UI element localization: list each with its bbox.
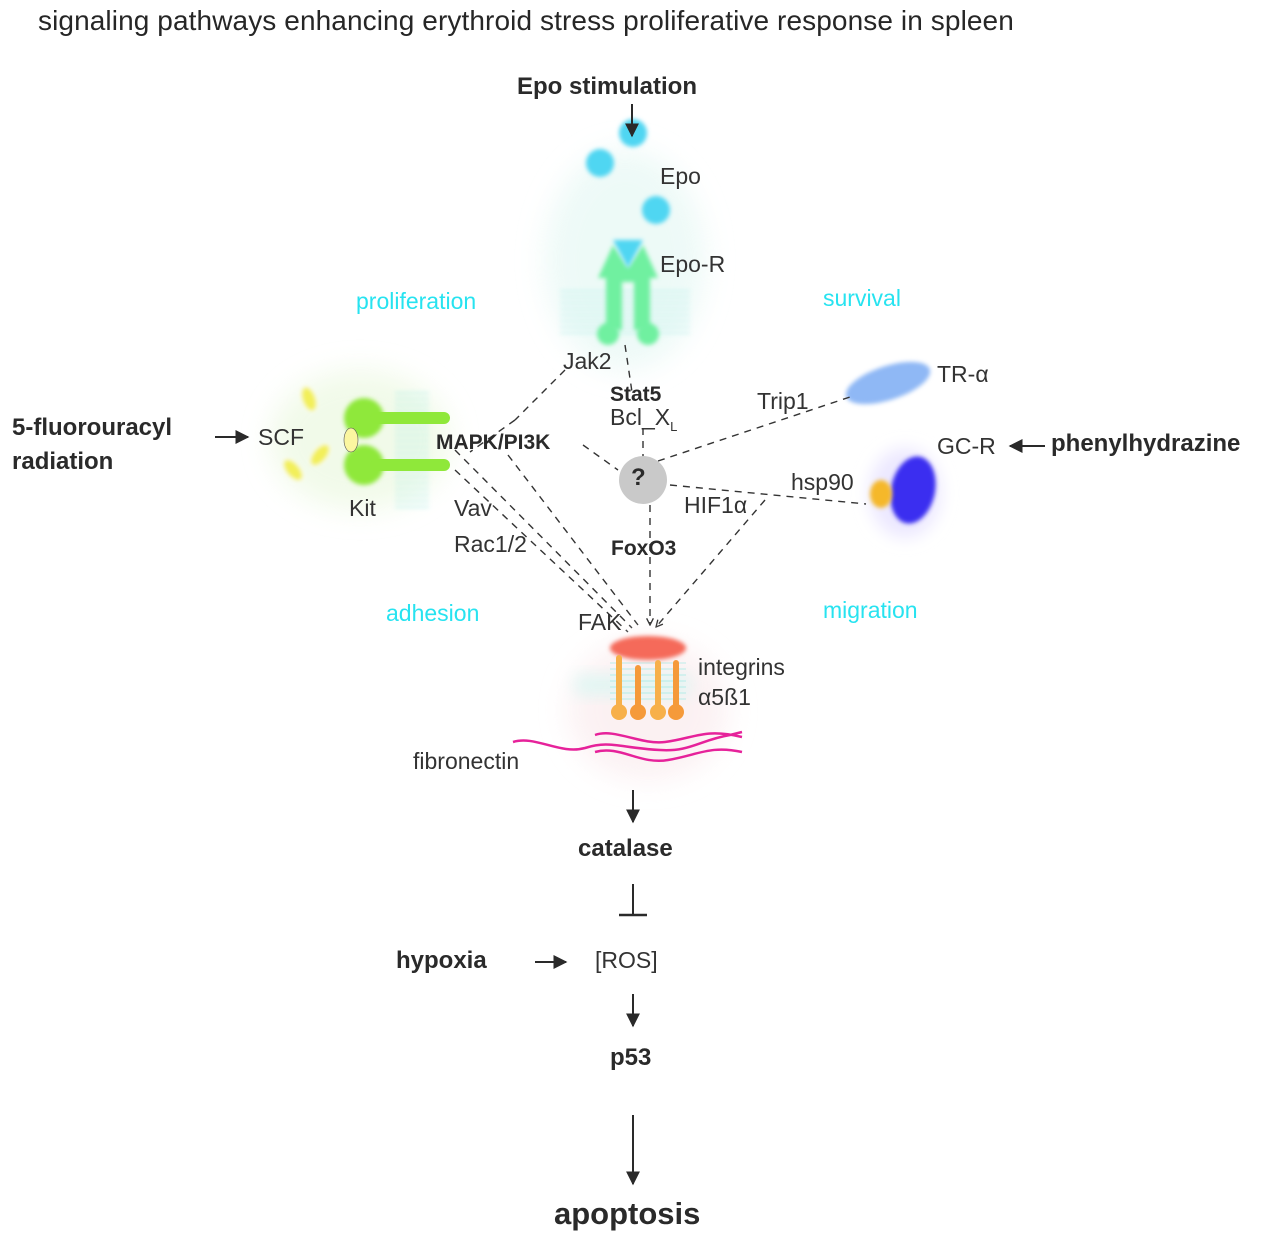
membrane-icon bbox=[560, 288, 690, 334]
unknown-node-label: ? bbox=[631, 464, 646, 491]
epo-molecule-icon bbox=[586, 149, 614, 177]
hif1a-to-fak-line bbox=[656, 499, 766, 627]
mapk-to-node-line bbox=[582, 444, 619, 471]
bcl-x-label: Bcl_XL bbox=[610, 404, 678, 434]
kit-receptor-icon bbox=[344, 398, 384, 438]
mapk-to-fak-line-2 bbox=[507, 454, 639, 626]
mapk-to-fak-line bbox=[454, 449, 633, 629]
fak-icon bbox=[610, 636, 686, 660]
phenylhydrazine-label: phenylhydrazine bbox=[1051, 430, 1241, 457]
epo-receptor-icon bbox=[598, 245, 658, 330]
tr-alpha-label: TR-α bbox=[937, 361, 989, 387]
hsp90-to-node-line bbox=[669, 484, 867, 505]
stat5-label: Stat5 bbox=[610, 383, 662, 406]
epo-r-label: Epo-R bbox=[660, 251, 726, 277]
mapk-pi3k-label: MAPK/PI3K bbox=[436, 431, 551, 454]
hsp90-label: hsp90 bbox=[791, 469, 854, 495]
radiation-label: radiation bbox=[12, 448, 114, 475]
mapk-upper-line bbox=[469, 419, 516, 453]
foxo3-label: FoxO3 bbox=[611, 537, 677, 560]
trip1-label: Trip1 bbox=[757, 388, 809, 414]
catalase-label: catalase bbox=[578, 835, 673, 862]
vav-label: Vav bbox=[454, 495, 492, 521]
fluorouracyl-label: 5-fluorouracyl bbox=[12, 414, 173, 441]
epor-to-stat5-line bbox=[624, 344, 633, 393]
trip1-to-node-line bbox=[657, 396, 851, 462]
unknown-node-icon bbox=[619, 456, 667, 504]
integrin-icon bbox=[611, 655, 684, 720]
apoptosis-label: apoptosis bbox=[554, 1196, 701, 1231]
jak2-to-mapk-line bbox=[514, 369, 566, 421]
signaling-connections bbox=[454, 344, 867, 633]
ros-label: [ROS] bbox=[595, 947, 658, 973]
hsp90-icon bbox=[870, 480, 892, 508]
diagram-title: signaling pathways enhancing erythroid s… bbox=[38, 5, 1014, 36]
p53-label: p53 bbox=[610, 1044, 652, 1071]
bcl-x-subscript: L bbox=[670, 419, 678, 434]
integrins-label: integrins bbox=[698, 654, 785, 680]
gc-r-label: GC-R bbox=[937, 433, 996, 459]
kit-label: Kit bbox=[349, 495, 376, 521]
integrin-complex bbox=[512, 636, 743, 780]
kit-receptor-complex bbox=[270, 370, 450, 510]
epo-stimulation-label: Epo stimulation bbox=[517, 73, 697, 100]
adhesion-label: adhesion bbox=[386, 600, 480, 626]
tr-alpha-receptor-icon bbox=[845, 361, 931, 405]
bcl-x-text: Bcl_X bbox=[610, 404, 671, 430]
epo-molecule-icon bbox=[642, 196, 670, 224]
hypoxia-label: hypoxia bbox=[396, 947, 487, 974]
rac-label: Rac1/2 bbox=[454, 531, 527, 557]
fibronectin-label: fibronectin bbox=[413, 748, 520, 774]
scf-molecule-icon bbox=[282, 386, 331, 482]
vav-to-fak-line bbox=[454, 469, 629, 633]
integrins-type-label: α5ß1 bbox=[698, 684, 751, 710]
migration-label: migration bbox=[823, 597, 918, 623]
jak2-label: Jak2 bbox=[563, 348, 612, 374]
proliferation-label: proliferation bbox=[356, 288, 477, 314]
gc-receptor-complex bbox=[869, 448, 941, 538]
gc-receptor-icon bbox=[890, 456, 936, 524]
fak-label: FAK bbox=[578, 609, 622, 635]
survival-label: survival bbox=[823, 285, 901, 311]
epo-label: Epo bbox=[660, 163, 701, 189]
solid-arrows bbox=[215, 104, 1045, 1186]
epo-receptor-complex bbox=[545, 119, 705, 370]
membrane-icon bbox=[395, 390, 429, 510]
hif1a-label: HIF1α bbox=[684, 492, 748, 518]
scf-label: SCF bbox=[258, 424, 304, 450]
fibronectin-icon bbox=[512, 730, 743, 763]
